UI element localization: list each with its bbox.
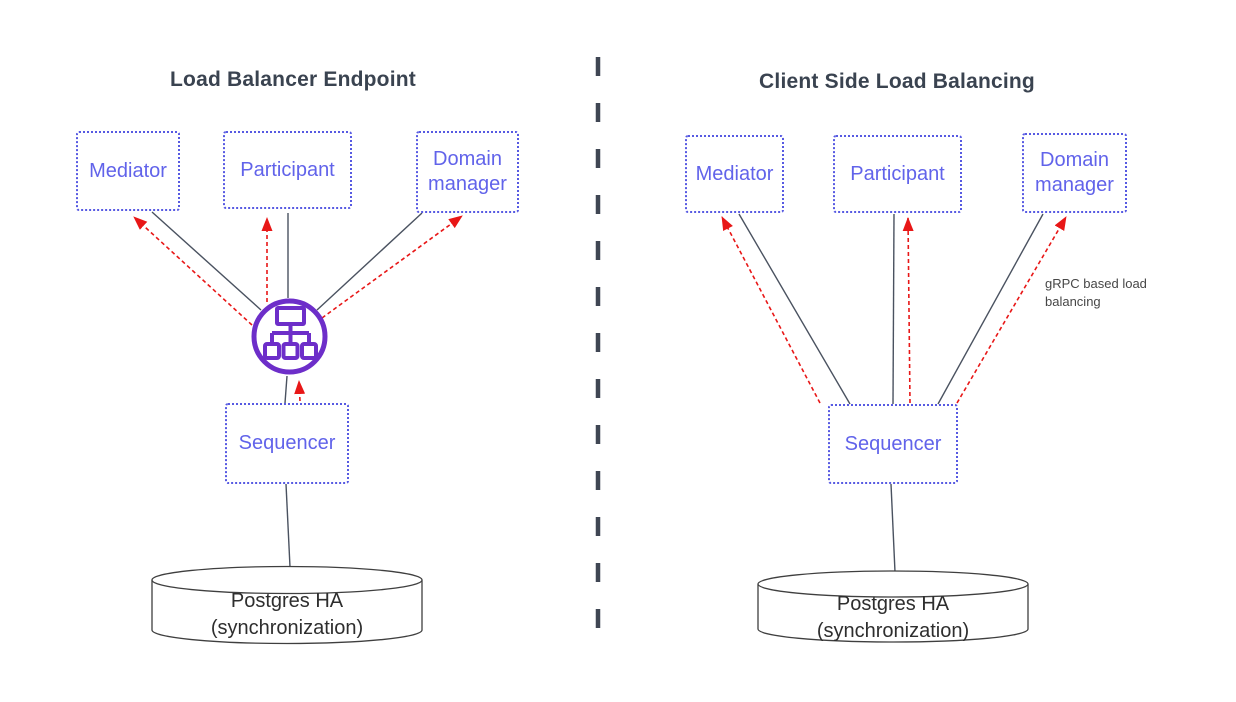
database-label-left: Postgres HA (synchronization) xyxy=(152,588,422,642)
database-cylinder-left xyxy=(151,565,423,645)
node-sequencer-left: Sequencer xyxy=(225,403,349,484)
connector-lb-to-domain-left xyxy=(316,212,423,311)
connector-lb-to-mediator-left xyxy=(151,211,262,311)
database-body-left xyxy=(151,580,423,645)
left-panel-title: Load Balancer Endpoint xyxy=(170,68,416,91)
traffic-arrow-mediator-left xyxy=(133,216,253,326)
connector-sequencer-to-domain-right xyxy=(937,213,1044,405)
right-panel-title: Client Side Load Balancing xyxy=(759,70,1035,93)
database-rim-left xyxy=(151,565,423,595)
traffic-arrow-mediator-right xyxy=(721,216,821,404)
node-domain-manager-left: Domain manager xyxy=(416,131,519,213)
node-domain-manager-right: Domain manager xyxy=(1022,133,1127,213)
database-label-right: Postgres HA (synchronization) xyxy=(758,591,1028,645)
database-cylinder-right xyxy=(757,570,1029,643)
connector-sequencer-to-participant-right xyxy=(892,213,895,405)
load-balancer-icon xyxy=(251,298,328,375)
traffic-arrow-domain-right xyxy=(956,216,1067,404)
node-mediator-right: Mediator xyxy=(685,135,784,213)
traffic-arrow-lb-left xyxy=(294,380,306,402)
database-name-left: Postgres HA xyxy=(230,590,344,612)
node-participant-right: Participant xyxy=(833,135,962,213)
database-body-right xyxy=(757,584,1029,643)
connector-sequencer-to-lb-left xyxy=(284,375,288,404)
database-note-right: (synchronization) xyxy=(816,620,970,642)
database-note-left: (synchronization) xyxy=(210,617,364,639)
connector-sequencer-to-db-right xyxy=(890,483,896,573)
node-sequencer-right: Sequencer xyxy=(828,404,958,484)
connector-sequencer-to-mediator-right xyxy=(738,213,851,405)
node-participant-left: Participant xyxy=(223,131,352,209)
database-name-right: Postgres HA xyxy=(836,593,950,615)
traffic-arrow-participant-right xyxy=(902,217,914,404)
traffic-arrow-domain-left xyxy=(321,215,463,319)
connector-sequencer-to-db-left xyxy=(285,483,291,568)
grpc-annotation: gRPC based load balancing xyxy=(1045,276,1147,310)
database-rim-right xyxy=(757,570,1029,598)
node-mediator-left: Mediator xyxy=(76,131,180,211)
